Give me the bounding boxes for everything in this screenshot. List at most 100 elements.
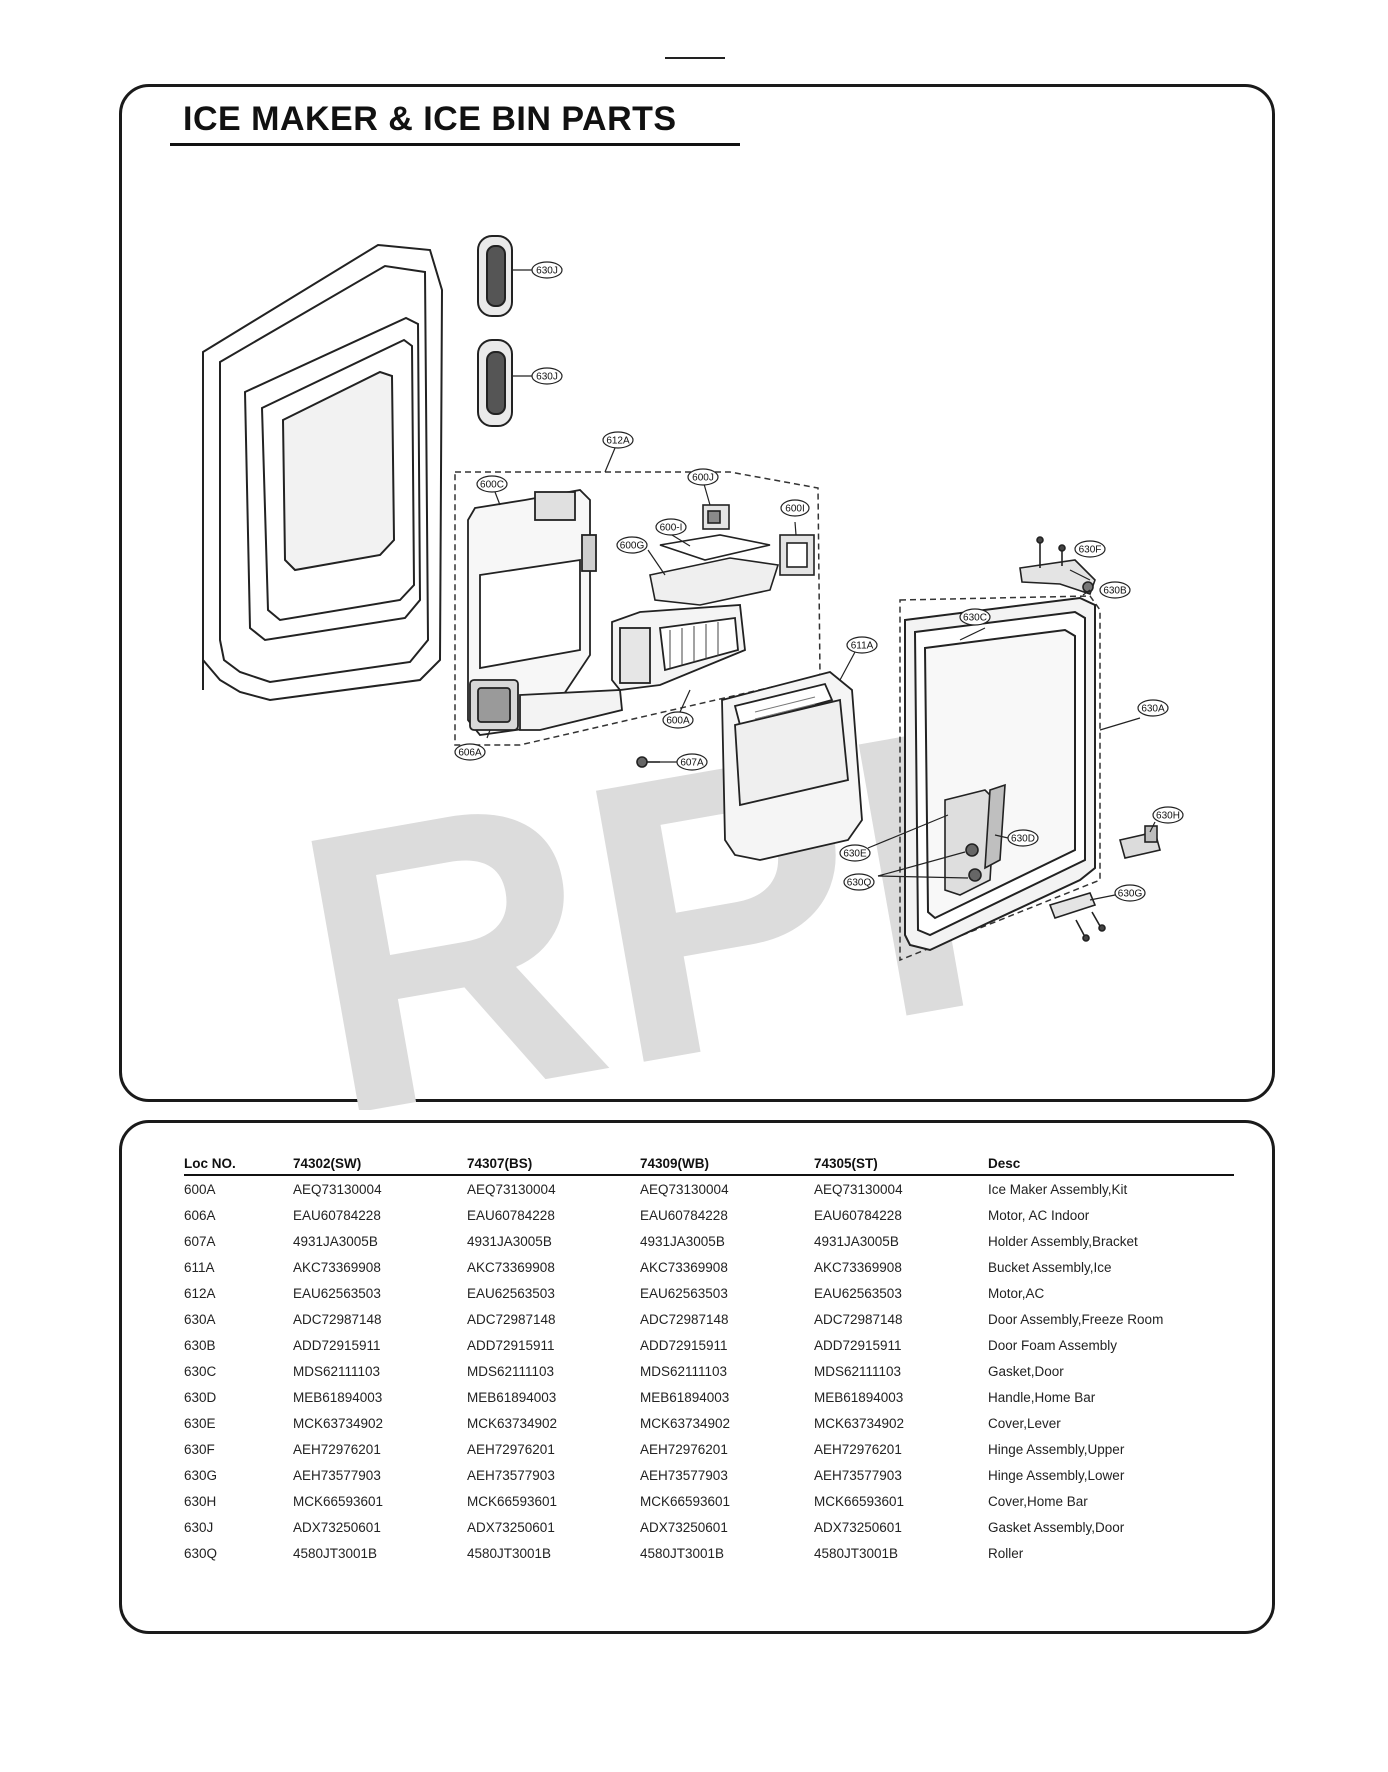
callout-630j-top: 630J (531, 261, 563, 279)
icemaker-housing-600c (467, 489, 597, 736)
cell-74302: ADX73250601 (293, 1519, 381, 1535)
cell-74302: AKC73369908 (293, 1259, 381, 1275)
svg-text:630D: 630D (1011, 834, 1035, 845)
cell-loc-no: 600A (184, 1181, 216, 1197)
cell-loc-no: 612A (184, 1285, 216, 1301)
callout-630c: 630C (959, 608, 991, 626)
cell-74305: MDS62111103 (814, 1363, 902, 1379)
title-underline (170, 143, 740, 146)
callout-630q: 630Q (843, 873, 875, 891)
cell-loc-no: 630J (184, 1519, 214, 1535)
callout-630e: 630E (839, 844, 871, 862)
cell-74309: ADD72915911 (640, 1337, 728, 1353)
cell-74302: AEH73577903 (293, 1467, 381, 1483)
cell-desc: Roller (988, 1545, 1024, 1561)
motor-606a (469, 679, 623, 731)
cell-desc: Cover,Home Bar (988, 1493, 1088, 1509)
cell-desc: Door Foam Assembly (988, 1337, 1118, 1353)
callout-630b: 630B (1099, 581, 1131, 599)
cell-74305: MCK63734902 (814, 1415, 905, 1431)
svg-text:630B: 630B (1103, 586, 1127, 597)
cell-desc: Handle,Home Bar (988, 1389, 1096, 1405)
cell-desc: Hinge Assembly,Upper (988, 1441, 1125, 1457)
cell-loc-no: 630Q (184, 1545, 218, 1561)
cell-74309: AEH73577903 (640, 1467, 728, 1483)
cell-74305: 4580JT3001B (814, 1545, 899, 1561)
cell-74309: 4580JT3001B (640, 1545, 725, 1561)
callout-611a: 611A (846, 636, 878, 654)
cell-74309: AKC73369908 (640, 1259, 728, 1275)
callout-606a: 606A (454, 743, 486, 761)
callout-630j-bottom: 630J (531, 367, 563, 385)
cell-desc: Gasket,Door (988, 1363, 1064, 1379)
svg-text:607A: 607A (680, 758, 704, 769)
cell-74309: AEQ73130004 (640, 1181, 729, 1197)
cell-74305: AEH73577903 (814, 1467, 902, 1483)
callout-630f: 630F (1074, 540, 1106, 558)
callout-600j: 600J (687, 468, 719, 486)
cell-74307: 4931JA3005B (467, 1233, 552, 1249)
cell-74309: 4931JA3005B (640, 1233, 725, 1249)
svg-text:612A: 612A (606, 436, 630, 447)
cell-74307: ADX73250601 (467, 1519, 555, 1535)
cell-74305: EAU60784228 (814, 1207, 902, 1223)
table-header-row: Loc NO. 74302(SW) 74307(BS) 74309(WB) 74… (184, 1152, 1234, 1176)
cell-74307: 4580JT3001B (467, 1545, 552, 1561)
cell-74307: AEH73577903 (467, 1467, 555, 1483)
cell-74307: ADD72915911 (467, 1337, 555, 1353)
cell-74307: AEQ73130004 (467, 1181, 556, 1197)
ice-bucket-611a (721, 671, 863, 861)
hinge-630f (1019, 536, 1096, 596)
cell-74307: ADC72987148 (467, 1311, 556, 1327)
cell-74309: EAU62563503 (640, 1285, 728, 1301)
cell-74302: MEB61894003 (293, 1389, 383, 1405)
cell-74307: MCK66593601 (467, 1493, 558, 1509)
door-group-boundary (899, 595, 1101, 962)
header-74307: 74307(BS) (467, 1152, 640, 1176)
callout-600-i: 600-I (655, 518, 687, 536)
page-title: ICE MAKER & ICE BIN PARTS (183, 100, 677, 138)
callout-600c: 600C (476, 475, 508, 493)
cell-74309: AEH72976201 (640, 1441, 728, 1457)
svg-text:630F: 630F (1079, 545, 1102, 556)
cell-desc: Door Assembly,Freeze Room (988, 1311, 1164, 1327)
cell-loc-no: 611A (184, 1259, 215, 1275)
watermark: RPI (270, 644, 1004, 1110)
callout-607a: 607A (676, 753, 708, 771)
cell-74302: AEQ73130004 (293, 1181, 382, 1197)
svg-text:630J: 630J (536, 372, 558, 383)
bracket-600j (702, 504, 730, 530)
callout-600g: 600G (616, 536, 648, 554)
cell-74307: EAU62563503 (467, 1285, 555, 1301)
cell-74309: MCK63734902 (640, 1415, 731, 1431)
cell-74307: AKC73369908 (467, 1259, 555, 1275)
cell-74305: ADC72987148 (814, 1311, 903, 1327)
freezer-frame (202, 243, 444, 702)
cell-74307: MEB61894003 (467, 1389, 557, 1405)
cell-74302: ADD72915911 (293, 1337, 381, 1353)
gasket-630j-bottom (477, 339, 513, 427)
svg-text:630J: 630J (536, 266, 558, 277)
svg-text:630C: 630C (963, 613, 987, 624)
callout-630d: 630D (1007, 829, 1039, 847)
svg-text:606A: 606A (458, 748, 482, 759)
cell-desc: Gasket Assembly,Door (988, 1519, 1125, 1535)
cell-loc-no: 607A (184, 1233, 216, 1249)
cell-desc: Motor,AC (988, 1285, 1045, 1301)
cell-74309: ADX73250601 (640, 1519, 728, 1535)
pad-600i (779, 534, 815, 576)
cell-74309: ADC72987148 (640, 1311, 729, 1327)
callout-630h: 630H (1152, 806, 1184, 824)
door-630b (904, 596, 1096, 952)
cell-74302: MDS62111103 (293, 1363, 381, 1379)
